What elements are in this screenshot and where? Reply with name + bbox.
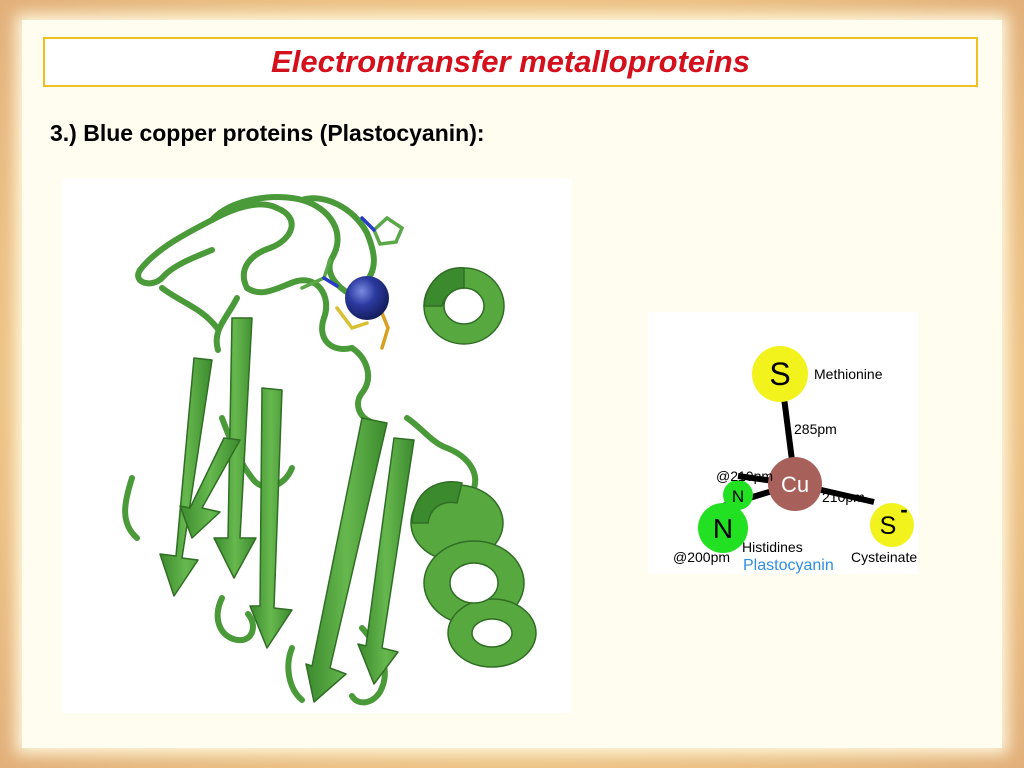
nitrogen-large-atom	[698, 503, 748, 553]
nitrogen-small-symbol: N	[732, 487, 744, 506]
sulfur-right-symbol: S	[880, 512, 897, 540]
diagram-caption: Plastocyanin	[743, 557, 834, 574]
plastocyanin-structure-image	[62, 178, 572, 713]
protein-helices	[410, 267, 537, 668]
slide-canvas: Electrontransfer metalloproteins 3.) Blu…	[22, 20, 1002, 748]
copper-symbol: Cu	[781, 472, 809, 497]
copper-ion	[345, 276, 389, 320]
methionine-label: Methionine	[814, 366, 883, 382]
coordination-svg: S Cu N N S - Methionine 285pm @210pm 210…	[673, 346, 917, 574]
protein-ribbon-svg	[122, 194, 537, 706]
distance-s-top-label: 285pm	[794, 421, 837, 437]
distance-s-right-label: 210pm	[822, 489, 865, 505]
side-chains	[300, 215, 405, 350]
protein-strands	[159, 317, 415, 703]
distance-n-small-label: @210pm	[716, 468, 773, 484]
sulfur-right-charge: -	[900, 497, 907, 522]
distance-n-large-label: @200pm	[673, 549, 730, 565]
nitrogen-small-atom	[723, 480, 753, 510]
copper-atom	[768, 457, 822, 511]
title-box: Electrontransfer metalloproteins	[43, 37, 978, 87]
slide-subtitle: 3.) Blue copper proteins (Plastocyanin):	[50, 120, 485, 146]
cysteinate-label: Cysteinate	[851, 549, 917, 565]
protein-loops	[122, 194, 479, 706]
sulfur-top-atom	[752, 346, 808, 402]
nitrogen-large-symbol: N	[713, 513, 733, 544]
slide-title: Electrontransfer metalloproteins	[271, 44, 750, 79]
sulfur-right-atom	[870, 503, 914, 547]
copper-coordination-diagram: S Cu N N S - Methionine 285pm @210pm 210…	[648, 312, 918, 574]
histidines-label: Histidines	[742, 539, 803, 555]
sulfur-top-symbol: S	[769, 356, 790, 392]
